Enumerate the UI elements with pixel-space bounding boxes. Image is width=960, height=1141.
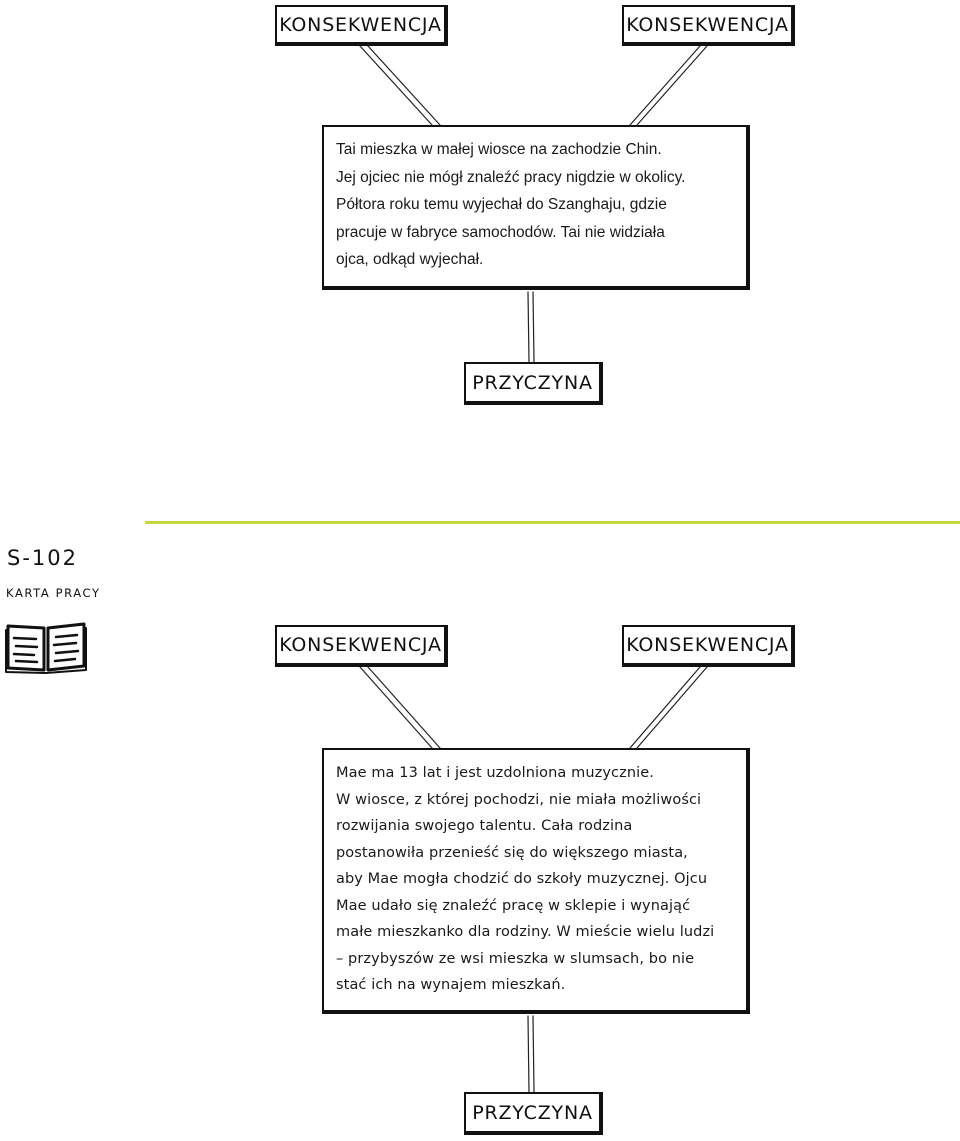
connector-line	[527, 1015, 530, 1093]
consequence-box-left: KONSEKWENCJA	[275, 5, 448, 46]
story-text: Mae ma 13 lat i jest uzdolniona muzyczni…	[336, 765, 715, 993]
worksheet-subtitle: KARTA PRACY	[6, 586, 101, 600]
cause-box: PRZYCZYNA	[464, 362, 603, 405]
consequence-label: KONSEKWENCJA	[626, 13, 789, 36]
story-box-tai: Tai mieszka w małej wiosce na zachodzie …	[322, 125, 750, 290]
worksheet-code: S-102	[7, 546, 78, 570]
consequence-box-right: KONSEKWENCJA	[622, 5, 795, 46]
cause-label: PRZYCZYNA	[472, 371, 593, 394]
consequence-label: KONSEKWENCJA	[279, 13, 442, 36]
connector-line	[636, 666, 708, 749]
consequence-box-right: KONSEKWENCJA	[622, 625, 795, 667]
connector-line	[532, 1015, 535, 1093]
connector-line	[367, 666, 441, 749]
connector-line	[527, 291, 530, 363]
story-text: Tai mieszka w małej wiosce na zachodzie …	[336, 141, 686, 268]
cause-label: PRZYCZYNA	[472, 1101, 593, 1124]
green-divider	[145, 521, 960, 524]
connector-line	[636, 45, 708, 126]
connector-line	[629, 45, 701, 126]
consequence-box-left: KONSEKWENCJA	[275, 625, 448, 667]
connector-line	[359, 666, 433, 749]
connector-line	[629, 666, 701, 749]
story-box-mae: Mae ma 13 lat i jest uzdolniona muzyczni…	[322, 748, 750, 1014]
consequence-label: KONSEKWENCJA	[279, 634, 442, 656]
cause-box: PRZYCZYNA	[464, 1092, 603, 1135]
open-book-icon	[5, 622, 87, 674]
consequence-label: KONSEKWENCJA	[626, 634, 789, 656]
connector-line	[359, 45, 433, 126]
connector-line	[532, 291, 535, 363]
connector-line	[367, 45, 441, 126]
